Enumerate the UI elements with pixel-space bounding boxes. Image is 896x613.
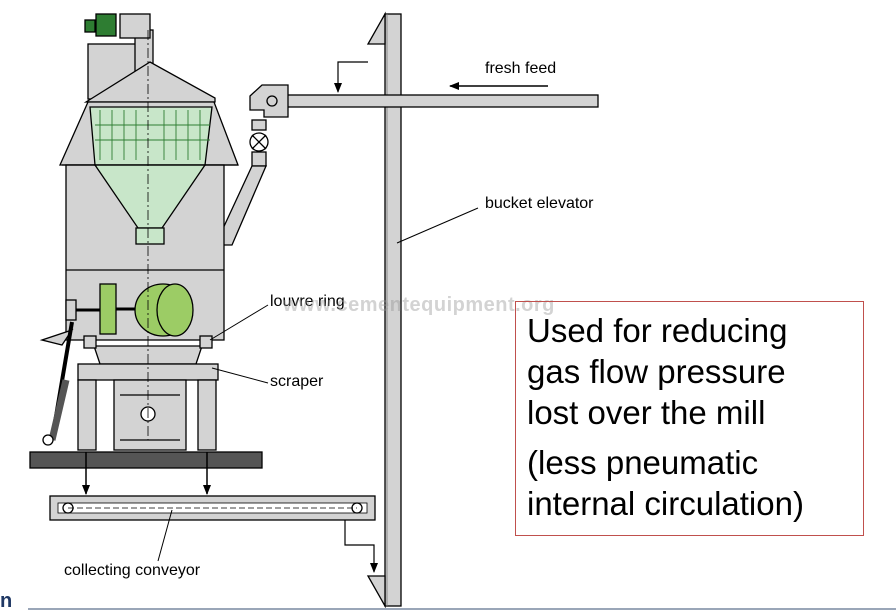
bucket-elevator — [366, 11, 402, 609]
bucket-elevator-label: bucket elevator — [485, 195, 594, 212]
fresh-feed-label: fresh feed — [485, 60, 557, 77]
feed-chute — [219, 61, 599, 246]
collecting-conveyor-label: collecting conveyor — [64, 562, 201, 579]
collecting-conveyor — [49, 495, 378, 573]
motor-icon — [95, 13, 117, 37]
note-text-main: Used for reducing gas flow pressure lost… — [527, 312, 788, 431]
watermark: www.cementequipment.org — [283, 294, 555, 316]
vertical-roller-mill — [29, 13, 263, 469]
corner-text-fragment: n — [0, 590, 13, 612]
footer-divider — [28, 608, 896, 610]
leader-lines — [157, 207, 479, 562]
note-box: Used for reducing gas flow pressure lost… — [515, 301, 864, 536]
note-text-secondary: (less pneumatic internal circulation) — [527, 444, 804, 522]
louvre-ring-label: louvre ring — [270, 293, 345, 310]
scraper-label: scraper — [270, 373, 324, 390]
